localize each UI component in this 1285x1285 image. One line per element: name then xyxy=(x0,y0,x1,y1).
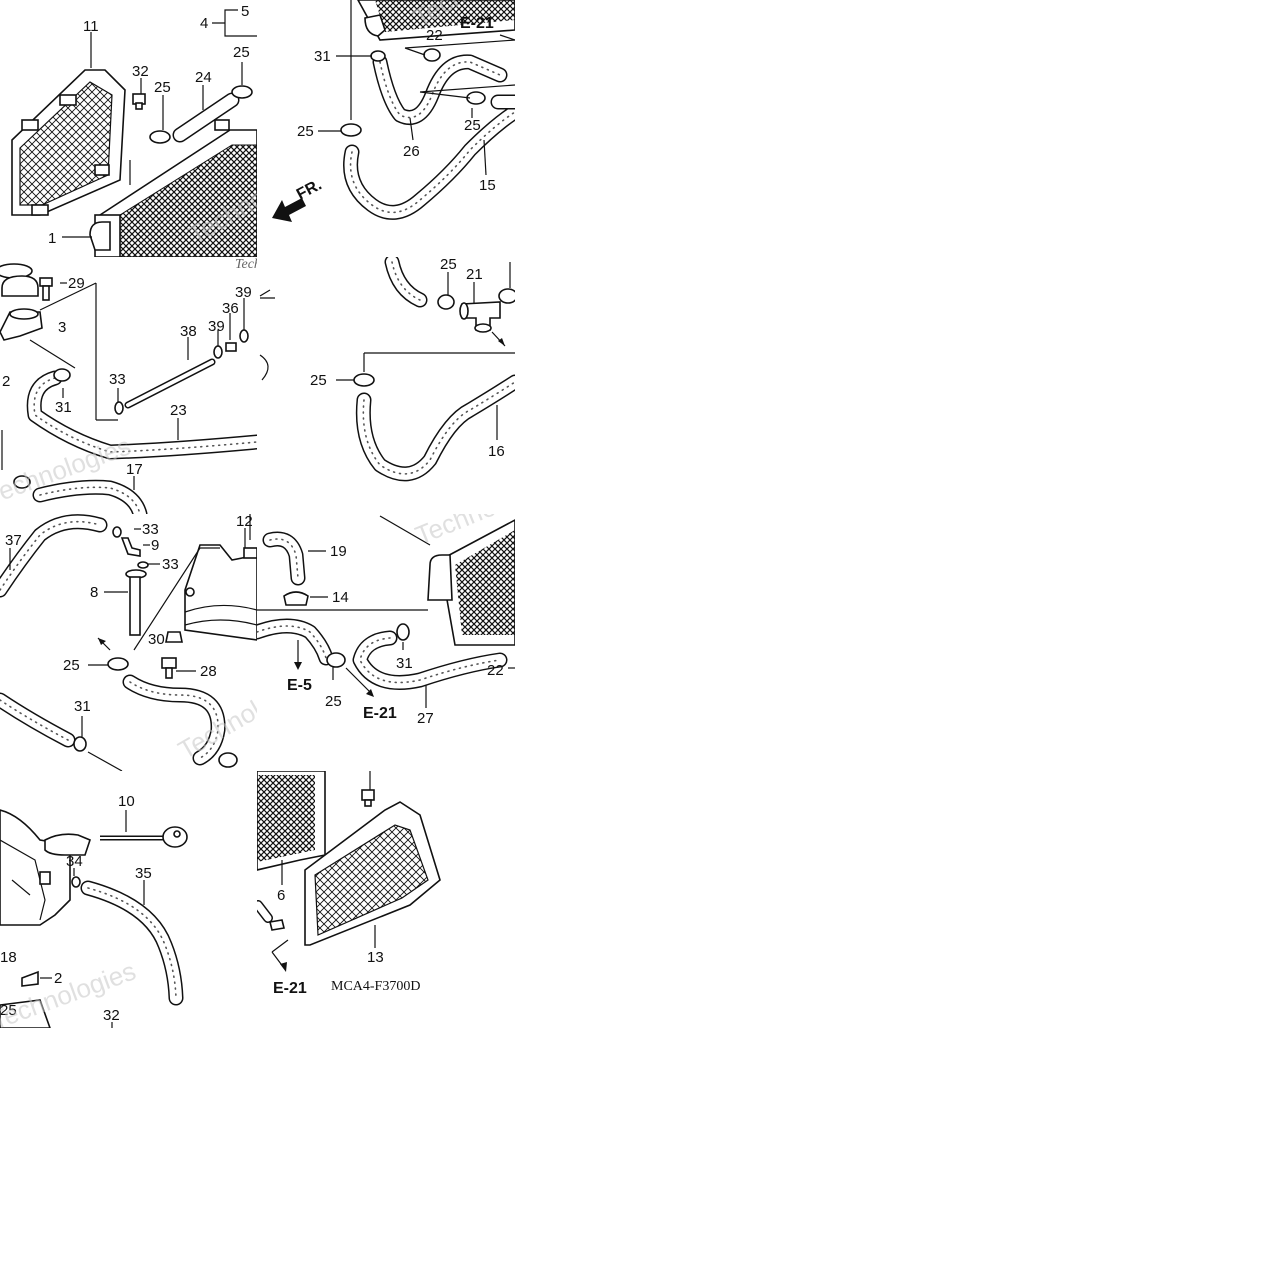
tank-cap-part xyxy=(100,826,188,848)
radiator-core-part xyxy=(89,129,257,257)
label-29: 29 xyxy=(68,275,85,292)
tile-radiator-hoses: 19 14 31 22 25 27 E-5 E-21 Technologies xyxy=(257,514,515,727)
label-30: 30 xyxy=(148,631,165,648)
diagram-code: MCA4-F3700D xyxy=(331,979,420,994)
bolt-32-part xyxy=(132,93,146,110)
label-28: 28 xyxy=(200,663,217,680)
label-14: 14 xyxy=(332,589,349,606)
joint-21-part xyxy=(459,301,501,333)
label-36: 36 xyxy=(222,300,239,317)
filler-cap-part xyxy=(0,263,53,341)
label-32: 32 xyxy=(132,63,149,80)
radiator-shroud-part xyxy=(11,69,126,216)
label-31: 31 xyxy=(396,655,413,672)
label-25: 25 xyxy=(154,79,171,96)
label-37: 37 xyxy=(5,532,22,549)
radiator-left-part xyxy=(257,771,326,871)
hose-16-part xyxy=(355,374,515,482)
ref-e21: E-21 xyxy=(460,15,494,32)
label-4: 4 xyxy=(200,15,208,32)
label-33: 33 xyxy=(109,371,126,388)
label-25: 25 xyxy=(464,117,481,134)
label-9: 9 xyxy=(151,537,159,554)
label-13: 13 xyxy=(367,949,384,966)
label-31: 31 xyxy=(74,698,91,715)
label-31: 31 xyxy=(55,399,72,416)
tube-8-part xyxy=(125,569,147,636)
label-2: 2 xyxy=(2,373,10,390)
label-17: 17 xyxy=(126,461,143,478)
tile-lower-hose-16: 25 21 25 16 xyxy=(259,256,515,482)
label-25: 25 xyxy=(0,1002,17,1019)
label-39b: 39 xyxy=(235,284,252,301)
label-16: 16 xyxy=(488,443,505,460)
hose-24-part xyxy=(172,92,240,143)
label-10: 10 xyxy=(118,793,135,810)
bracket-12-part xyxy=(184,544,257,641)
direction-label: FR. xyxy=(294,176,325,203)
label-6: 6 xyxy=(277,887,285,904)
label-18: 18 xyxy=(0,949,17,966)
label-25: 25 xyxy=(268,263,285,280)
label-33b: 33 xyxy=(162,556,179,573)
reserve-tank-part xyxy=(0,809,91,926)
label-1: 1 xyxy=(48,230,56,247)
label-27: 27 xyxy=(417,710,434,727)
label-31: 31 xyxy=(314,48,331,65)
label-39: 39 xyxy=(208,318,225,335)
tile-reserve-tank: 10 34 35 18 2 25 32 Technologies Technol… xyxy=(0,793,188,1028)
hose-15-part xyxy=(343,104,515,220)
label-25b: 25 xyxy=(233,44,250,61)
tile-shroud-13: 6 13 E-21 MCA4-F3700D xyxy=(257,771,441,997)
shroud-13-part xyxy=(304,801,441,946)
hose-26-part xyxy=(372,54,508,125)
label-35: 35 xyxy=(135,865,152,882)
radiator-right-part xyxy=(427,519,515,646)
label-21: 21 xyxy=(466,266,483,283)
label-38: 38 xyxy=(180,323,197,340)
label-3: 3 xyxy=(58,319,66,336)
label-23: 23 xyxy=(170,402,187,419)
label-22: 22 xyxy=(426,27,443,44)
label-22: 22 xyxy=(487,662,504,679)
label-24: 24 xyxy=(195,69,212,86)
tile-upper-hoses: FR. E-21 31 22 25 25 26 15 Technologies xyxy=(272,0,515,222)
label-25: 25 xyxy=(63,657,80,674)
label-12: 12 xyxy=(236,513,253,530)
label-14: 14 xyxy=(241,501,258,518)
ref-e5: E-5 xyxy=(287,677,312,694)
label-25: 25 xyxy=(440,256,457,273)
ref-e21: E-21 xyxy=(363,705,397,722)
label-25: 25 xyxy=(325,693,342,710)
ref-e21: E-21 xyxy=(273,980,307,997)
label-25b: 25 xyxy=(310,372,327,389)
watermark: Technologies xyxy=(235,257,309,272)
label-5: 5 xyxy=(241,3,249,20)
label-26: 26 xyxy=(403,143,420,160)
label-19: 19 xyxy=(330,543,347,560)
hose-23-part xyxy=(26,370,257,460)
label-8: 8 xyxy=(90,584,98,601)
label-2: 2 xyxy=(54,970,62,987)
tile-filler-neck: 25 29 3 2 33 31 38 39 36 39 23 17 Techno… xyxy=(0,257,309,514)
direction-arrow: FR. xyxy=(272,176,325,222)
label-34: 34 xyxy=(66,853,83,870)
tile-radiator-shroud: 11 4 5 32 25 24 25 1 Technologies xyxy=(11,3,257,257)
label-15: 15 xyxy=(479,177,496,194)
label-32: 32 xyxy=(103,1007,120,1024)
label-11: 11 xyxy=(83,18,99,35)
hose-17-part xyxy=(32,479,148,514)
clamp-25-part xyxy=(149,85,253,144)
label-33: 33 xyxy=(142,521,159,538)
label-25b: 25 xyxy=(297,123,314,140)
